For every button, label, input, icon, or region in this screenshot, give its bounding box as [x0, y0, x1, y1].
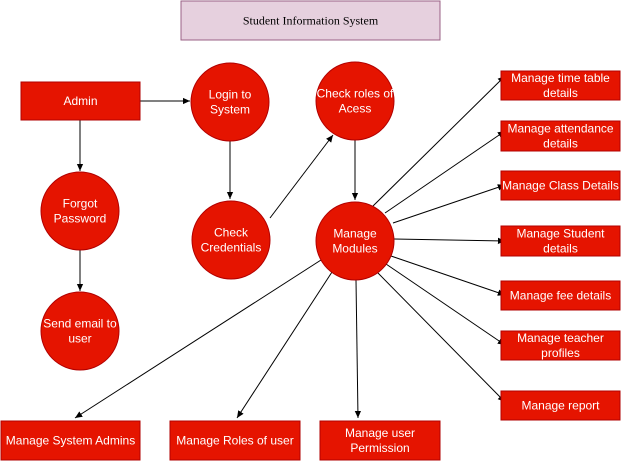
entity-rect — [0, 420, 141, 461]
process-circle — [190, 62, 270, 142]
node-manage-report: Manage report — [500, 390, 621, 421]
entity-rect — [319, 420, 441, 461]
entity-rect — [500, 120, 621, 152]
node-label: details — [543, 137, 578, 151]
node-label: Manage time table — [511, 71, 610, 85]
node-label: user — [68, 332, 91, 346]
node-label: Permission — [350, 441, 409, 455]
edge-manage-modules-to-manage-class — [392, 184, 506, 224]
title-box-shape — [180, 0, 441, 41]
node-label: Manage fee details — [510, 289, 611, 303]
node-label: Manage Class Details — [502, 179, 619, 193]
node-label: Password — [54, 212, 107, 226]
node-admin: Admin — [20, 81, 141, 121]
node-manage-roles: Manage Roles of user — [169, 420, 301, 461]
edge-manage-modules-to-manage-permission — [354, 279, 362, 419]
process-circle — [40, 291, 120, 371]
node-label: Manage attendance — [507, 122, 613, 136]
node-label: Forgot — [63, 197, 98, 211]
node-label: details — [543, 86, 578, 100]
process-circle — [40, 171, 120, 251]
diagram-title: Student Information System — [243, 14, 379, 28]
edge-layer — [74, 75, 506, 419]
node-label: Manage Student — [516, 227, 605, 241]
entity-rect — [500, 170, 621, 201]
node-label: Login to — [209, 88, 252, 102]
node-label: details — [543, 242, 578, 256]
node-manage-admins: Manage System Admins — [0, 420, 141, 461]
edge-manage-modules-to-manage-timetable — [372, 75, 506, 207]
node-manage-class: Manage Class Details — [500, 170, 621, 201]
node-manage-fee: Manage fee details — [500, 280, 621, 311]
edge-manage-modules-to-manage-admins — [74, 259, 322, 419]
entity-rect — [169, 420, 301, 461]
node-label: Admin — [63, 94, 97, 108]
entity-rect — [500, 390, 621, 421]
node-label: System — [210, 103, 250, 117]
node-label: Manage Roles of user — [176, 434, 293, 448]
edge-manage-modules-to-manage-fee — [390, 255, 506, 296]
node-label: Acess — [339, 102, 372, 116]
process-circle — [315, 61, 395, 141]
edge-manage-modules-to-manage-report — [376, 271, 506, 403]
node-label: profiles — [541, 346, 580, 360]
entity-rect — [500, 330, 621, 361]
node-label: Check — [214, 226, 249, 240]
node-label: Manage System Admins — [6, 434, 135, 448]
entity-rect — [500, 280, 621, 311]
node-label: Manage report — [521, 399, 600, 413]
node-label: Check roles of — [317, 87, 394, 101]
process-circle — [315, 201, 395, 281]
node-label: Manage user — [345, 426, 415, 440]
entity-rect — [500, 70, 621, 101]
process-circle — [191, 200, 271, 280]
title-box: Student Information System — [180, 0, 441, 41]
node-label: Manage — [333, 227, 377, 241]
edge-manage-modules-to-manage-attendance — [384, 130, 506, 214]
entity-rect — [20, 81, 141, 121]
edge-check-credentials-to-check-roles — [269, 134, 334, 219]
edge-manage-modules-to-manage-student — [393, 237, 506, 245]
node-label: Manage teacher — [517, 331, 604, 345]
node-label: Modules — [332, 242, 377, 256]
node-label: Credentials — [201, 241, 262, 255]
node-label: Send email to — [43, 317, 117, 331]
entity-rect — [500, 225, 621, 257]
edge-manage-modules-to-manage-roles — [236, 271, 333, 419]
edge-manage-modules-to-manage-teacher — [385, 263, 506, 346]
